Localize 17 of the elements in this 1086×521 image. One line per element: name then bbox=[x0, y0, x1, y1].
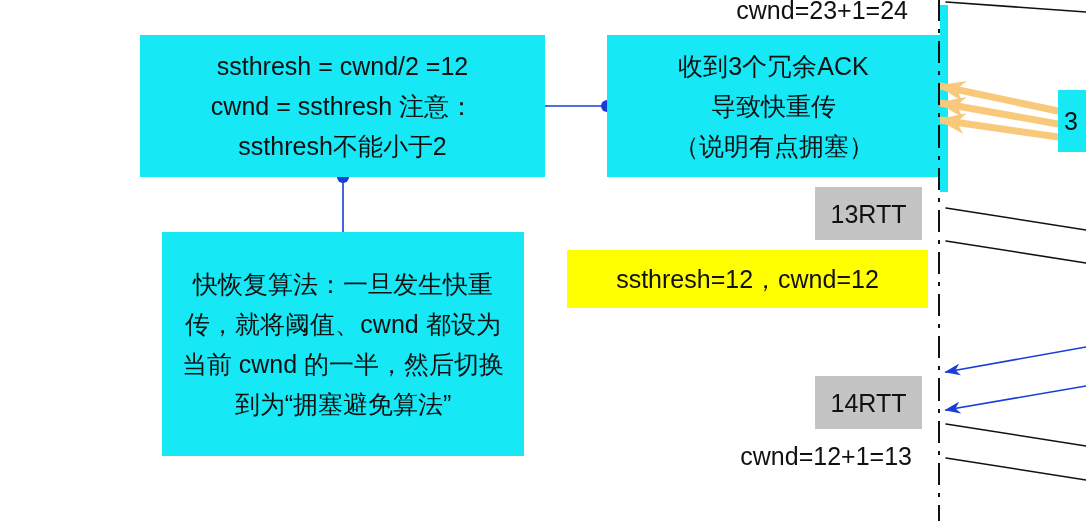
formula-text: cwnd=23+1=24 bbox=[736, 0, 908, 25]
segment-line bbox=[945, 1, 1086, 13]
formula-text: cwnd=12+1=13 bbox=[740, 442, 912, 471]
state-box: ssthresh=12，cwnd=12 bbox=[567, 250, 928, 308]
lifeline bbox=[938, 0, 940, 521]
segment-line bbox=[945, 207, 1086, 231]
event-box: 3 bbox=[1058, 90, 1086, 152]
arrow bbox=[944, 385, 1086, 415]
arrow bbox=[944, 346, 1086, 376]
segment-line bbox=[945, 240, 1086, 264]
algorithm-box: 快恢复算法：一旦发生快重传，就将阈值、cwnd 都设为当前 cwnd 的一半，然后切换到为“拥塞避免算法” bbox=[162, 232, 524, 456]
rtt-marker: 13RTT bbox=[815, 187, 922, 240]
note-box: ssthresh = cwnd/2 =12 cwnd = ssthresh 注意：ssthresh不能小于2 bbox=[140, 35, 545, 177]
segment-line bbox=[945, 423, 1086, 447]
event-box: 收到3个冗余ACK 导致快重传（说明有点拥塞） bbox=[607, 35, 940, 177]
segment-line bbox=[945, 457, 1086, 481]
rtt-marker: 14RTT bbox=[815, 376, 922, 429]
